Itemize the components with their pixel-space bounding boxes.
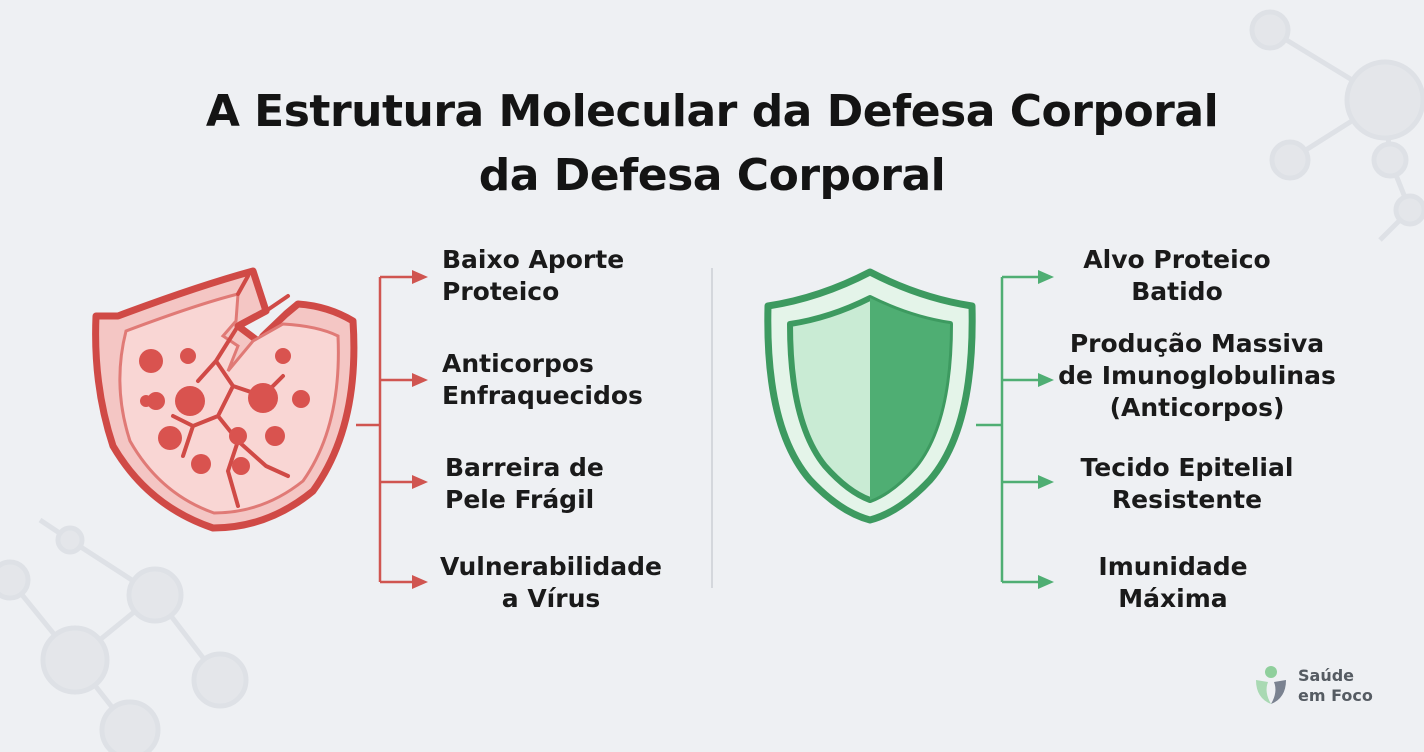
logo-line-1: Saúde (1298, 666, 1355, 685)
right-item-immunity: Imunidade Máxima (1098, 551, 1247, 615)
left-item-3-line2: Pele Frágil (445, 485, 595, 514)
title-line-2: da Defesa Corporal (478, 150, 946, 201)
logo-line-2: em Foco (1298, 686, 1373, 705)
left-item-2-line1: Anticorpos (442, 349, 594, 378)
left-item-antibodies: Anticorpos Enfraquecidos (442, 348, 643, 412)
right-item-3-line2: Resistente (1111, 485, 1263, 514)
left-item-1-line1: Baixo Aporte (442, 245, 625, 274)
right-item-3-line1: Tecido Epitelial (1080, 453, 1294, 482)
left-item-skin-barrier: Barreira de Pele Frágil (445, 452, 604, 516)
page-title: A Estrutura Molecular da Defesa Corporal… (0, 80, 1424, 208)
right-item-immunoglobulins: Produção Massiva de Imunoglobulinas (Ant… (1058, 328, 1336, 424)
right-item-1-line2: Batido (1131, 277, 1223, 306)
left-item-4-line1: Vulnerabilidade (440, 552, 662, 581)
right-item-2-line3: (Anticorpos) (1109, 393, 1285, 422)
brand-logo: Saúde em Foco (1252, 664, 1373, 708)
left-item-4-line2: a Vírus (501, 584, 601, 613)
left-item-1-line2: Proteico (442, 277, 560, 306)
shield-icon (764, 268, 976, 524)
right-item-2-line1: Produção Massiva (1069, 329, 1325, 358)
left-item-virus: Vulnerabilidade a Vírus (440, 551, 662, 615)
center-divider (711, 268, 713, 588)
right-item-4-line1: Imunidade (1098, 552, 1248, 581)
left-item-3-line1: Barreira de (445, 453, 604, 482)
right-item-1-line1: Alvo Proteico (1083, 245, 1271, 274)
left-item-protein: Baixo Aporte Proteico (442, 244, 624, 308)
person-leaf-icon (1256, 666, 1286, 704)
left-item-2-line2: Enfraquecidos (442, 381, 643, 410)
right-item-2-line2: de Imunoglobulinas (1058, 361, 1336, 390)
right-item-protein-target: Alvo Proteico Batido (1083, 244, 1270, 308)
title-line-1: A Estrutura Molecular da Defesa Corporal (205, 86, 1219, 137)
cracked-shield-icon (92, 267, 358, 532)
right-item-4-line2: Máxima (1118, 584, 1228, 613)
right-item-epithelial: Tecido Epitelial Resistente (1081, 452, 1294, 516)
